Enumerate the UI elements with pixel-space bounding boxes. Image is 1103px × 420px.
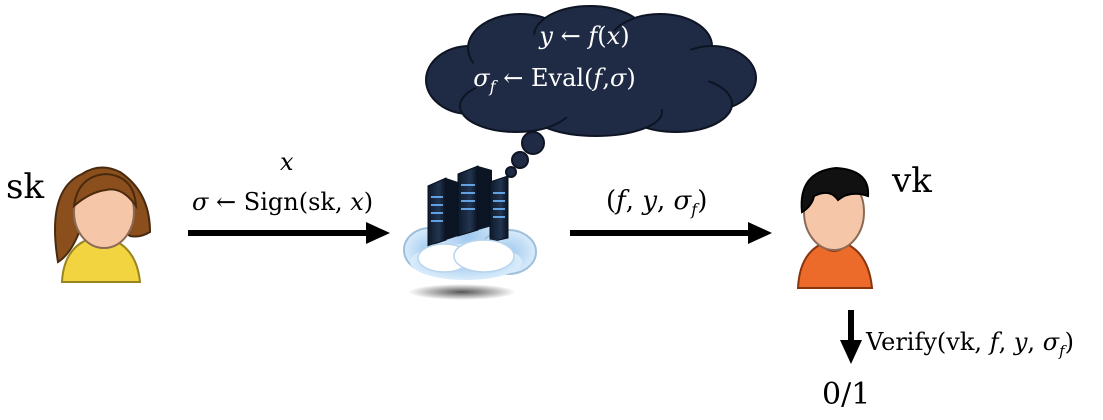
thought-bubble-small <box>505 166 517 178</box>
server-rack-icons <box>427 165 509 247</box>
signer-key-label: sk <box>6 167 45 207</box>
sign-label: σ ← Sign(sk, x) <box>192 188 374 216</box>
arrow-verifier-to-result <box>840 310 862 364</box>
thought-bubble-large <box>521 131 545 155</box>
cloud-line-1: y ← f(x) <box>539 22 630 50</box>
arrow-server-to-verifier <box>570 222 772 244</box>
thought-cloud <box>425 5 757 137</box>
verify-label: Verify(vk, f, y, σf) <box>866 328 1075 360</box>
tuple-label: (f, y, σf) <box>606 186 708 220</box>
arrow-signer-to-server <box>188 222 390 244</box>
server-cloud-icon <box>403 165 537 300</box>
verifier-person-icon <box>796 166 874 289</box>
signer-person-icon <box>54 166 152 283</box>
result-label: 0/1 <box>822 377 871 412</box>
message-x-label: x <box>280 148 294 176</box>
thought-bubble-medium <box>511 151 529 169</box>
verifier-key-label: vk <box>892 161 932 201</box>
cloud-line-2: σf ← Eval(f,σ) <box>473 64 636 96</box>
